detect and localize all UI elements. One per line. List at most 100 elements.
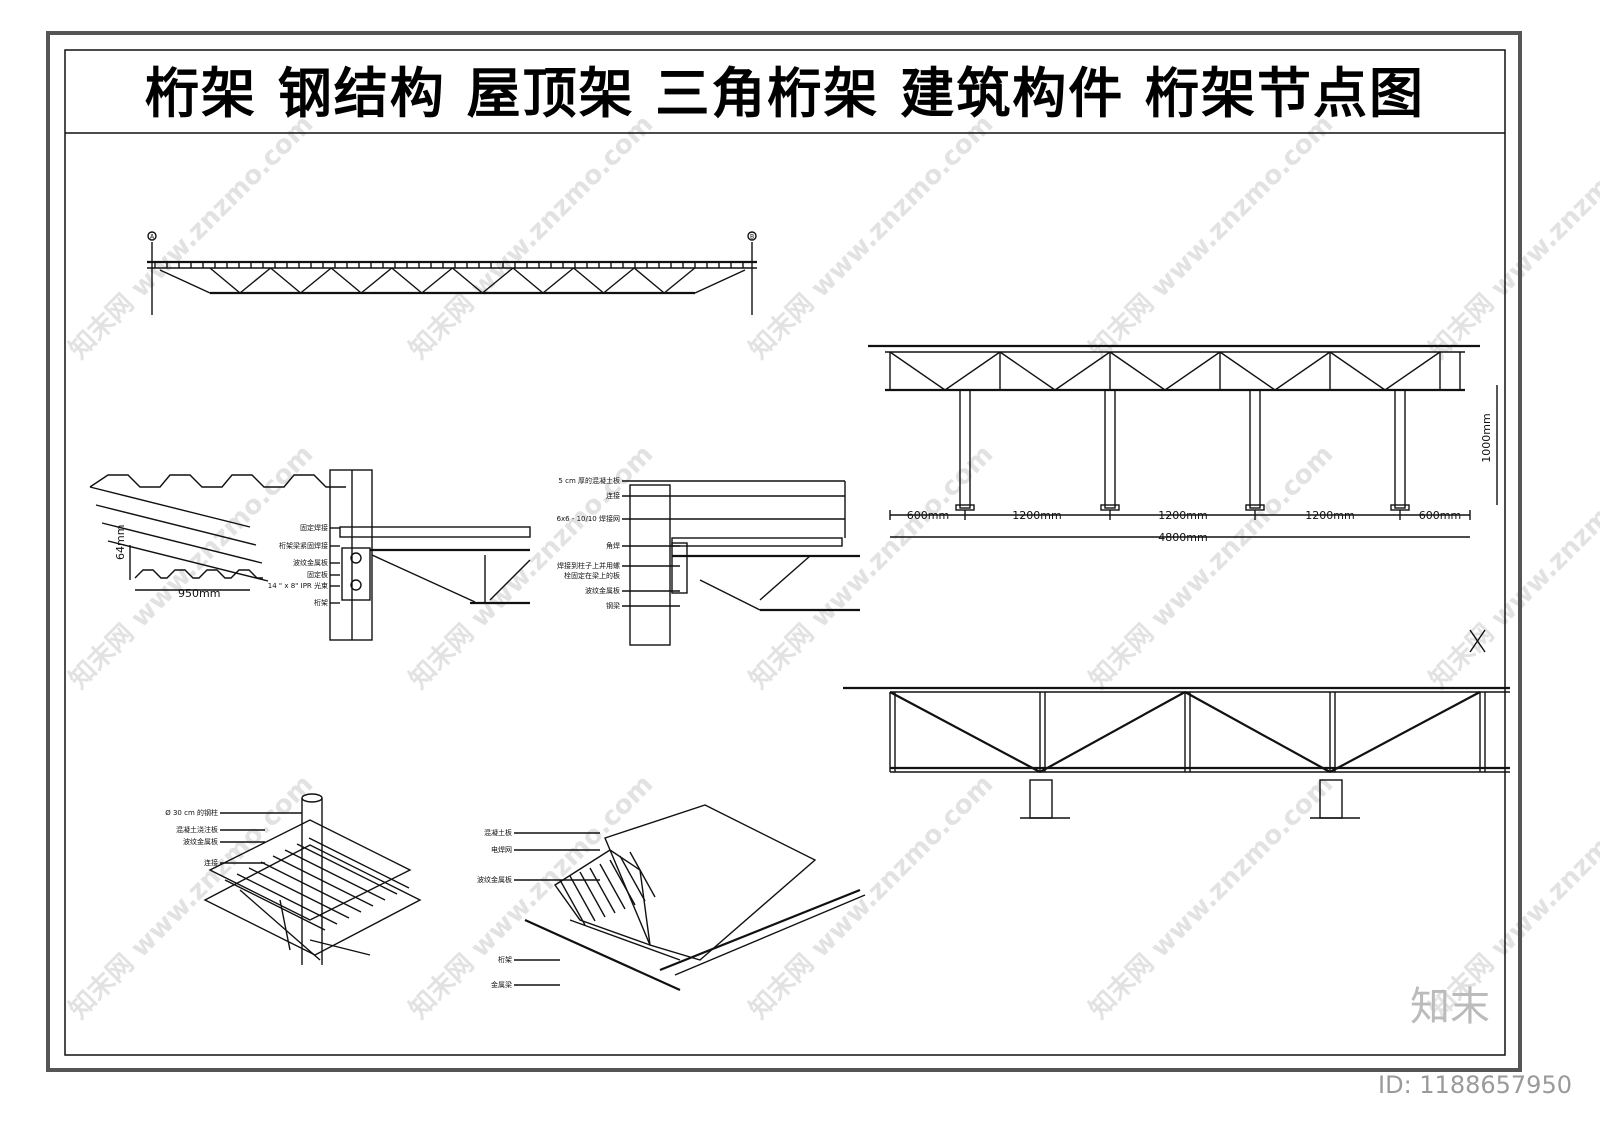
- member: [699, 579, 761, 611]
- web-diagonal: [209, 267, 241, 294]
- beam-grid: [203, 844, 422, 956]
- deck-rib: [89, 486, 251, 528]
- web-diagonal: [542, 267, 575, 294]
- callout-label: 波纹金属板: [293, 558, 328, 567]
- grid-mark-a: A: [150, 234, 155, 241]
- watermark-text: 知末网 www.znzmo.com: [744, 439, 999, 694]
- web-diagonal: [391, 267, 423, 294]
- callout-label: 电焊网: [491, 845, 512, 854]
- corrugated-deck-detail: 64mm 950mm: [89, 474, 346, 600]
- member: [159, 269, 211, 294]
- watermark-logo: 知末: [1410, 984, 1490, 1030]
- dim-total: 4800mm: [1158, 531, 1207, 544]
- watermark-text: 知末网 www.znzmo.com: [1424, 439, 1600, 694]
- column: [959, 389, 971, 509]
- callout-label: 钢梁: [606, 601, 620, 610]
- watermark-text: 知末网 www.znzmo.com: [64, 769, 319, 1024]
- web-diagonal: [512, 267, 544, 294]
- dim-1200-3: 1200mm: [1305, 509, 1354, 522]
- mesh-bar: [619, 855, 646, 902]
- callout-label: 桁架: [314, 598, 328, 607]
- inner-frame: [64, 49, 1506, 1056]
- dim-600-right: 600mm: [1419, 509, 1461, 522]
- callout-label: 连接: [606, 491, 620, 500]
- north-mark: [1469, 629, 1486, 653]
- mesh-bar: [609, 859, 636, 906]
- web-diagonal: [360, 267, 393, 294]
- truss-elevation-lower: [843, 686, 1510, 819]
- web-diagonal: [300, 267, 332, 294]
- grid-bubble-b: [747, 231, 757, 241]
- deck-rib: [272, 855, 374, 907]
- callout-label: 6x6 - 10/10 焊接网: [557, 514, 620, 523]
- member: [489, 559, 531, 601]
- watermark-text: 知末网 www.znzmo.com: [404, 769, 659, 1024]
- dim-1200-1: 1200mm: [1012, 509, 1061, 522]
- web-diagonal: [1164, 351, 1221, 391]
- callout-label: Ø 30 cm 的钢柱: [165, 808, 218, 817]
- watermark-layer: 知末网 www.znzmo.com 知末网 www.znzmo.com 知末网 ww…: [64, 109, 1600, 1024]
- web-diagonal: [421, 267, 453, 294]
- member: [279, 899, 291, 951]
- member: [569, 919, 681, 961]
- dim-1200-2: 1200mm: [1158, 509, 1207, 522]
- outer-frame: [46, 31, 1522, 1072]
- web-diagonal: [451, 267, 483, 294]
- deck-plate: [208, 819, 412, 921]
- concrete-slab: [604, 804, 817, 961]
- web-diagonal: [239, 267, 272, 294]
- deck-rib: [296, 843, 398, 895]
- column: [1104, 389, 1116, 509]
- bolt: [350, 579, 362, 591]
- bolt: [350, 552, 362, 564]
- callout-label: 波纹金属板: [477, 875, 512, 884]
- grid-mark-b: B: [750, 234, 754, 241]
- sheet-title: 桁架 钢结构 屋顶架 三角桁架 建筑构件 桁架节点图: [145, 62, 1425, 125]
- member: [674, 894, 866, 976]
- callout-label: 波纹金属板: [585, 586, 620, 595]
- deck-rib: [101, 522, 263, 564]
- callout-label: 固定板: [307, 570, 328, 579]
- web-diagonal: [481, 267, 514, 294]
- web-diagonal: [1219, 351, 1276, 391]
- web-diagonal: [1184, 691, 1331, 773]
- truss-chord: [524, 918, 681, 992]
- mesh-bar: [629, 851, 656, 898]
- weld-mesh: [554, 849, 651, 947]
- web-diagonal: [1274, 351, 1331, 391]
- deck-height-dim: 64mm: [114, 525, 127, 560]
- deck-rib: [260, 861, 362, 913]
- concrete-slab: [339, 526, 531, 538]
- watermark-text: 知末网 www.znzmo.com: [64, 109, 319, 364]
- metal-beam: [659, 888, 861, 972]
- web-diagonal: [1329, 351, 1386, 391]
- callout-label: 固定焊接: [300, 523, 328, 532]
- member: [694, 269, 746, 294]
- web-diagonal: [270, 267, 302, 294]
- column: [1394, 389, 1406, 509]
- deck-top-edge: [89, 474, 346, 488]
- mesh-bar: [599, 863, 626, 910]
- top-truss-elevation: A B: [147, 231, 757, 315]
- watermark-text: 知末网 www.znzmo.com: [1084, 109, 1339, 364]
- deck-rib: [236, 873, 338, 925]
- callout-label: 角焊: [606, 541, 620, 550]
- watermark-text: 知末网 www.znzmo.com: [744, 769, 999, 1024]
- web-diagonal: [1054, 351, 1111, 391]
- watermark-id: ID: 1188657950: [1378, 1071, 1572, 1099]
- web-diagonal: [1109, 351, 1166, 391]
- column: [1249, 389, 1261, 509]
- deck-rib: [224, 879, 326, 931]
- web-diagonal: [633, 267, 665, 294]
- deck-rib: [308, 837, 410, 889]
- callout-label: 桁架: [498, 955, 512, 964]
- deck-section: [134, 569, 263, 579]
- member: [239, 889, 321, 961]
- callout-label: 栓固定在梁上的板: [564, 571, 620, 580]
- callout-label: 连接: [204, 858, 218, 867]
- member: [759, 555, 811, 601]
- steel-column: [329, 469, 373, 641]
